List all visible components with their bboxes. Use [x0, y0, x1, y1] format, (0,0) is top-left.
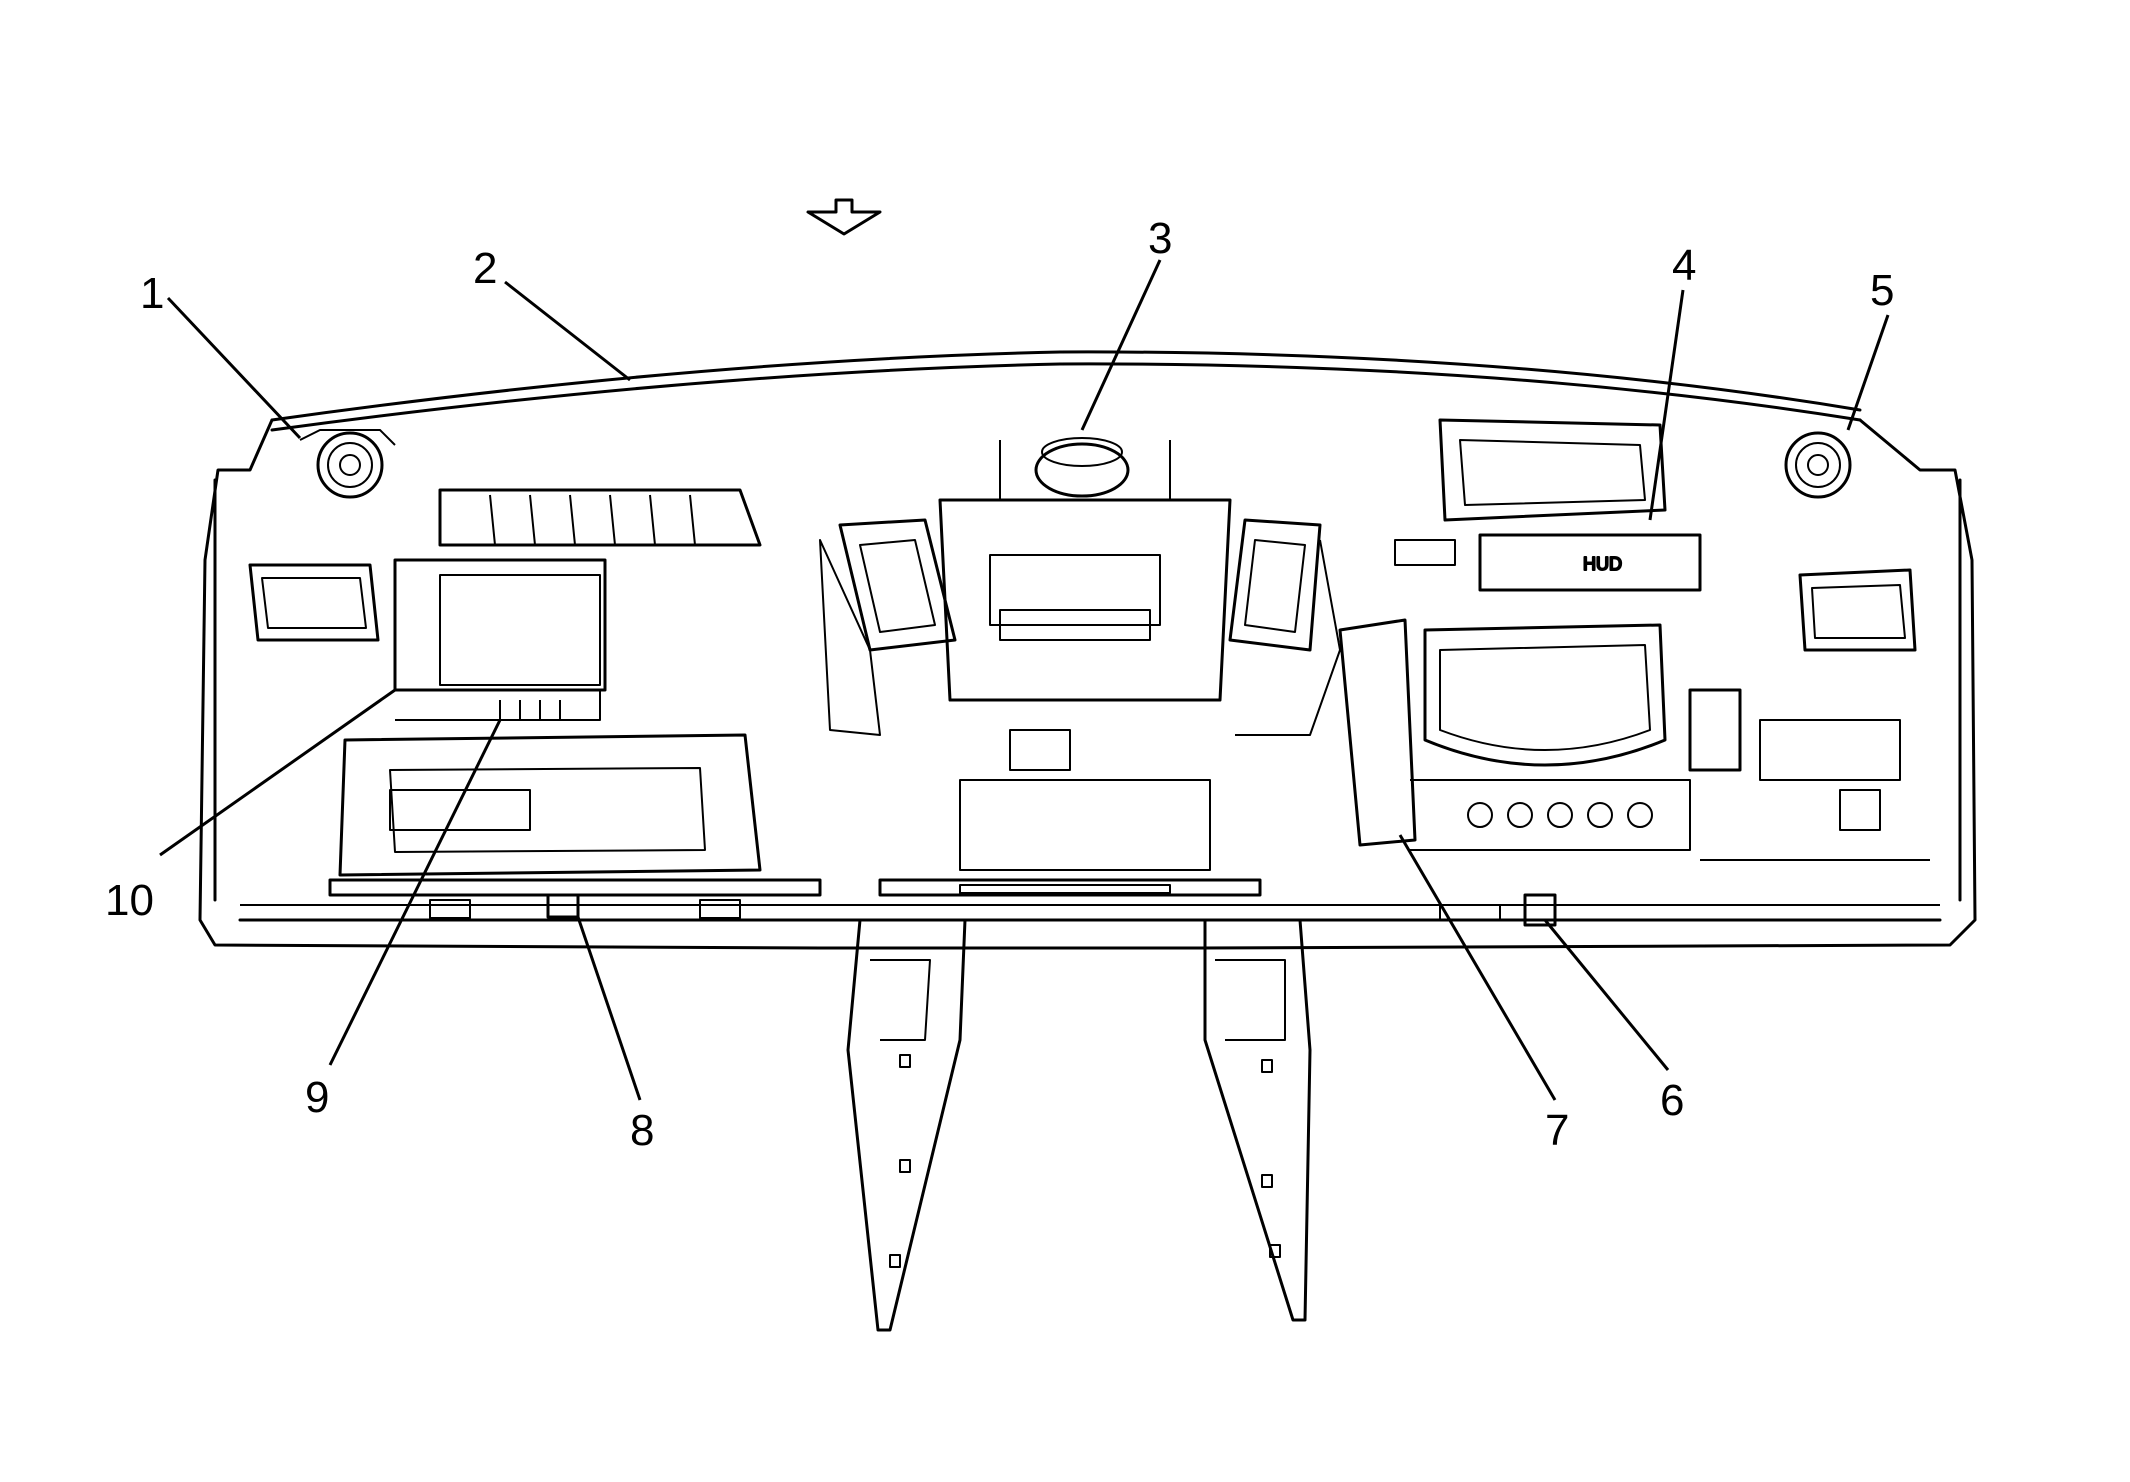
callout-4: 4	[1672, 241, 1696, 290]
right-lower-structure	[1688, 688, 1930, 861]
left-upper-duct	[438, 488, 762, 547]
center-speaker	[999, 437, 1171, 501]
center-right-vent	[1228, 518, 1341, 736]
callout-2: 2	[473, 244, 497, 293]
center-left-vent	[819, 518, 957, 736]
callout-10: 10	[105, 876, 154, 925]
callout-3: 3	[1148, 214, 1172, 263]
callout-labels: 1 2 3 4 5 6 7 8 9 10	[105, 214, 1894, 1155]
callout-1: 1	[140, 269, 164, 318]
cluster-connector	[1439, 893, 1557, 927]
display-module	[393, 558, 607, 721]
hud-label: HUD	[1583, 554, 1622, 574]
left-lower-storage	[338, 733, 762, 877]
right-air-vent	[1798, 568, 1917, 652]
callout-leaders	[159, 259, 1890, 1101]
callout-7: 7	[1545, 1106, 1569, 1155]
left-knee-bracket	[846, 918, 967, 1332]
left-speaker	[299, 429, 396, 499]
right-speaker	[1784, 431, 1852, 499]
instrument-cluster	[1338, 618, 1691, 851]
callout-8: 8	[630, 1106, 654, 1155]
instrument-panel-body	[198, 350, 1977, 950]
callout-5: 5	[1870, 266, 1894, 315]
view-direction-arrow	[806, 198, 882, 236]
callout-6: 6	[1660, 1076, 1684, 1125]
left-air-vent	[248, 563, 380, 642]
callout-9: 9	[305, 1073, 329, 1122]
right-knee-bracket	[1203, 918, 1312, 1322]
hud-module: HUD	[1394, 418, 1702, 592]
lower-connector	[429, 893, 741, 919]
center-stack	[938, 498, 1232, 871]
